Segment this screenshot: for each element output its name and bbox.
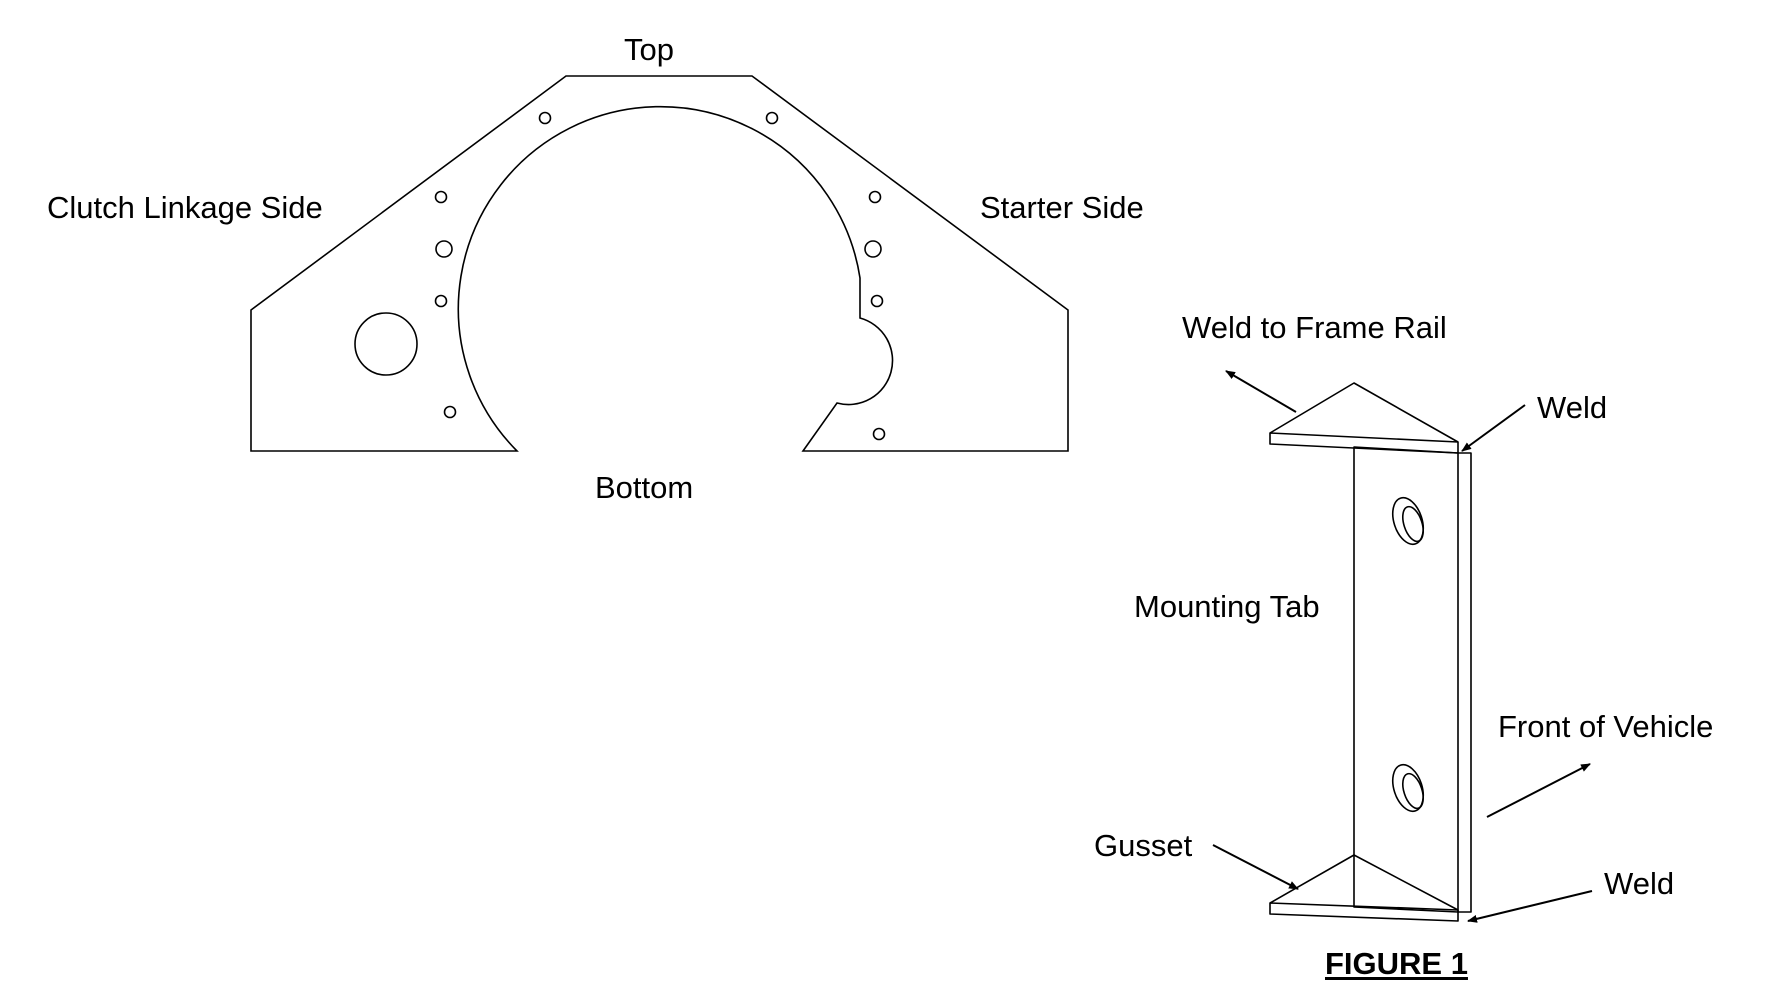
- arrow-front-of-vehicle: [1486, 763, 1591, 818]
- bolt-hole: [864, 240, 882, 258]
- bolt-hole: [435, 240, 453, 258]
- bolt-hole: [443, 405, 457, 419]
- bottom-flange-plate: [1269, 902, 1459, 922]
- weld-bottom-label: Weld: [1604, 866, 1675, 901]
- weld-top-label: Weld: [1537, 390, 1608, 425]
- tab-hole: [1401, 505, 1425, 543]
- bolt-hole: [868, 190, 882, 204]
- top-gusset: [1269, 382, 1459, 443]
- arrow-weld-top: [1461, 404, 1526, 452]
- plate-top-label: Top: [624, 32, 674, 67]
- bolt-hole: [870, 294, 884, 308]
- gusset-label: Gusset: [1094, 828, 1193, 863]
- arrow-gusset: [1212, 844, 1299, 890]
- tab-hole: [1401, 772, 1425, 810]
- arrow-weld-to-frame-rail: [1225, 370, 1297, 413]
- engine-plate: [250, 75, 1069, 452]
- mounting-tab-label: Mounting Tab: [1134, 589, 1320, 624]
- tab-face: [1353, 446, 1459, 913]
- mounting-tab-drawing: [1269, 382, 1472, 922]
- figure-caption: FIGURE 1: [1325, 946, 1468, 981]
- tab-hole: [1391, 763, 1425, 813]
- plate-right-label: Starter Side: [980, 190, 1144, 225]
- arrow-weld-bottom: [1467, 890, 1593, 923]
- weld-to-frame-rail-label: Weld to Frame Rail: [1182, 310, 1447, 345]
- top-flange-plate: [1269, 432, 1459, 454]
- bolt-hole: [765, 111, 779, 125]
- bolt-hole: [434, 294, 448, 308]
- plate-left-label: Clutch Linkage Side: [47, 190, 323, 225]
- bottom-gusset: [1269, 854, 1459, 911]
- bolt-hole: [434, 190, 448, 204]
- front-of-vehicle-label: Front of Vehicle: [1498, 709, 1714, 744]
- plate-outline: [250, 75, 1069, 452]
- tab-edge: [1458, 452, 1472, 913]
- tab-hole: [1391, 496, 1425, 546]
- bolt-hole: [872, 427, 886, 441]
- plate-large-hole: [354, 312, 418, 376]
- bolt-hole: [538, 111, 552, 125]
- plate-bottom-label: Bottom: [595, 470, 694, 505]
- leader-arrows: [1212, 370, 1593, 923]
